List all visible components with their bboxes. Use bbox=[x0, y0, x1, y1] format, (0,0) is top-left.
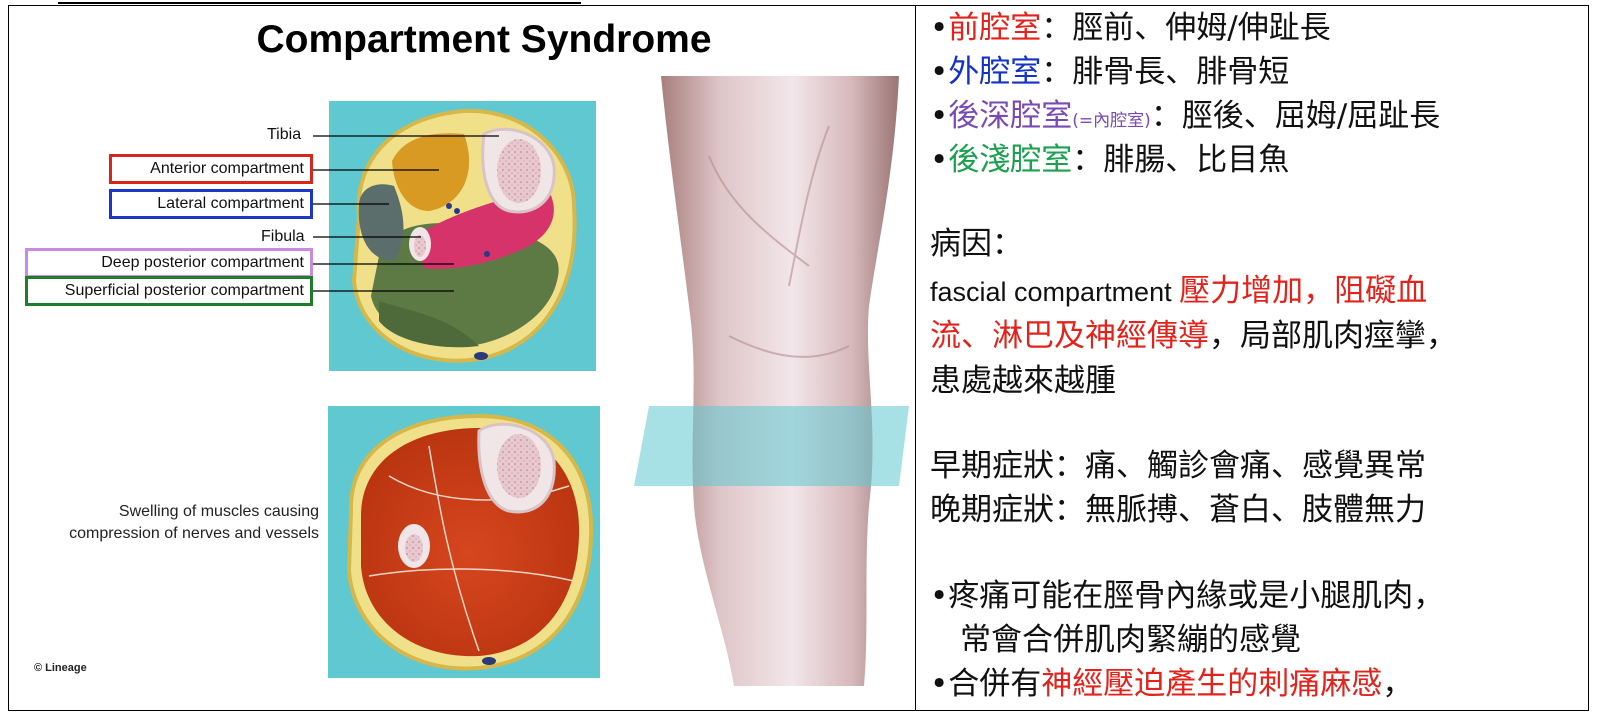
compartment-name: 前腔室 bbox=[948, 10, 1042, 46]
column-divider bbox=[915, 5, 916, 711]
label-anterior-compartment: Anterior compartment bbox=[109, 154, 313, 184]
label-deep-posterior-compartment: Deep posterior compartment bbox=[25, 248, 313, 278]
cause-line-1: fascial compartment 壓力增加，阻礙血 bbox=[930, 273, 1428, 309]
compartment-superficial-posterior: •後淺腔室：腓腸、比目魚 bbox=[930, 142, 1290, 178]
compartment-anterior: •前腔室：脛前、伸姆/伸趾長 bbox=[930, 10, 1331, 46]
compartment-name: 後淺腔室 bbox=[948, 142, 1073, 178]
label-superficial-posterior-compartment: Superficial posterior compartment bbox=[25, 276, 313, 306]
label-lateral-compartment: Lateral compartment bbox=[109, 189, 313, 219]
nerve-point: •合併有神經壓迫產生的刺痛麻感， bbox=[930, 666, 1414, 702]
label-fibula: Fibula bbox=[261, 228, 305, 245]
late-symptoms: 晚期症狀：無脈搏、蒼白、肢體無力 bbox=[930, 492, 1426, 528]
normal-cross-section bbox=[329, 101, 596, 371]
compartment-name-note: (=內腔室) bbox=[1072, 111, 1151, 131]
early-symptoms: 早期症狀：痛、觸診會痛、感覺異常 bbox=[930, 448, 1426, 484]
slide-frame bbox=[8, 5, 1589, 711]
compartment-deep-posterior: •後深腔室(=內腔室)：脛後、屈姆/屈趾長 bbox=[930, 98, 1441, 134]
diagram-title: Compartment Syndrome bbox=[256, 18, 712, 61]
anatomy-illustration bbox=[313, 76, 909, 686]
swelling-caption: Swelling of muscles causing compression … bbox=[69, 503, 319, 542]
swollen-cross-section bbox=[328, 406, 600, 678]
image-credit: © Lineage bbox=[34, 662, 87, 674]
leg-illustration bbox=[634, 76, 909, 686]
leader-lines bbox=[313, 135, 499, 292]
cause-line-3: 患處越來越腫 bbox=[930, 363, 1116, 399]
pain-point-line-2: 常會合併肌肉緊繃的感覺 bbox=[960, 622, 1301, 658]
pain-point-line-1: •疼痛可能在脛骨內緣或是小腿肌肉， bbox=[930, 578, 1445, 614]
compartment-name: 後深腔室 bbox=[948, 98, 1073, 134]
notes-panel: •前腔室：脛前、伸姆/伸趾長 •外腔室：腓骨長、腓骨短 •後深腔室(=內腔室)：… bbox=[930, 6, 1580, 710]
cause-heading: 病因： bbox=[930, 226, 1023, 262]
compartment-lateral: •外腔室：腓骨長、腓骨短 bbox=[930, 54, 1290, 90]
label-tibia: Tibia bbox=[267, 126, 302, 143]
compartment-name: 外腔室 bbox=[948, 54, 1042, 90]
diagram-panel: Compartment Syndrome Tibia Anterior comp… bbox=[9, 6, 914, 710]
title-underline bbox=[58, 2, 581, 4]
cause-line-2: 流、淋巴及神經傳導，局部肌肉痙攣， bbox=[930, 318, 1457, 354]
